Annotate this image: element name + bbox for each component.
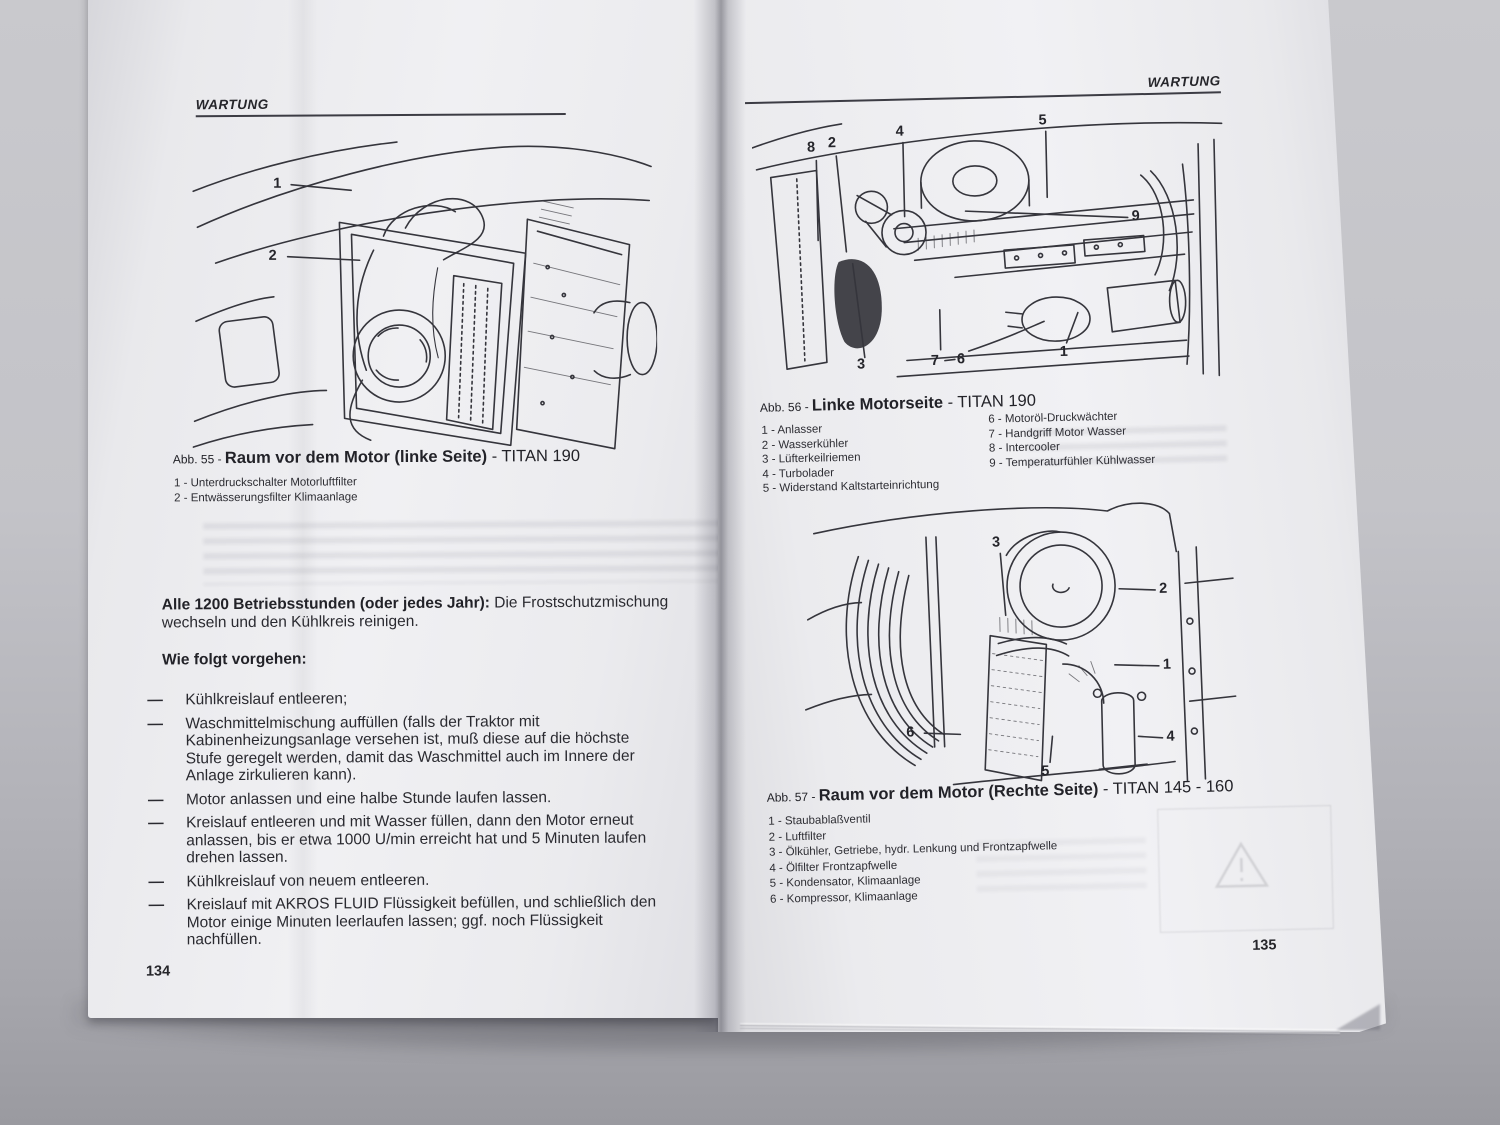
dash-marker: — bbox=[147, 714, 164, 733]
figure-number: Abb. 57 - bbox=[766, 789, 819, 805]
legend-item: 9 - Temperaturfühler Kühlwasser bbox=[989, 453, 1156, 470]
callout-label: 1 bbox=[1059, 343, 1069, 361]
step-item: —Motor anlassen und eine halbe Stunde la… bbox=[147, 788, 552, 809]
dash-marker: — bbox=[148, 814, 164, 832]
callout-label: 3 bbox=[856, 356, 866, 373]
figure-57-legend: 1 - Staubablaßventil 2 - Luftfilter 3 - … bbox=[768, 808, 1058, 908]
callout-label: 1 bbox=[1162, 656, 1172, 673]
step-item: —Kreislauf mit AKROS FLUID Flüssigkeit b… bbox=[148, 893, 657, 949]
step-item: —Waschmittelmischung auffüllen (falls de… bbox=[147, 712, 635, 785]
callout-label: 4 bbox=[895, 123, 904, 140]
page-corner-fold bbox=[1336, 1004, 1380, 1030]
left-page: WARTUNG bbox=[88, 0, 724, 1018]
callout-label: 6 bbox=[906, 724, 915, 741]
figure-number: Abb. 55 - bbox=[172, 452, 225, 467]
figure-56-drawing: 8 2 4 5 9 3 7 6 1 bbox=[751, 103, 1235, 402]
step-item: —Kühlkreislauf von neuem entleeren. bbox=[148, 871, 430, 891]
figure-56-legend-right: 6 - Motoröl-Druckwächter 7 - Handgriff M… bbox=[988, 409, 1155, 471]
page-number-left: 134 bbox=[145, 963, 171, 980]
dash-marker: — bbox=[148, 872, 164, 891]
right-page: WARTUNG bbox=[718, 0, 1386, 1032]
figure-55-legend: 1 - Unterdruckschalter Motorluftfilter 2… bbox=[174, 475, 358, 505]
callout-label: 5 bbox=[1041, 763, 1050, 780]
step-item: —Kühlkreislauf entleeren; bbox=[147, 690, 348, 709]
dash-marker: — bbox=[148, 896, 165, 914]
callout-label: 1 bbox=[273, 175, 282, 192]
callout-label: 5 bbox=[1038, 112, 1047, 129]
callout-label: 9 bbox=[1131, 208, 1140, 225]
running-header-left: WARTUNG bbox=[195, 94, 566, 118]
warning-triangle-ghost-icon bbox=[1214, 841, 1270, 888]
callout-label: 2 bbox=[268, 247, 277, 264]
figure-55-drawing: 1 2 bbox=[191, 126, 658, 454]
engine-left-side-drawing bbox=[751, 121, 1223, 378]
figure-56-legend-left: 1 - Anlasser 2 - Wasserkühler 3 - Lüfter… bbox=[761, 420, 939, 496]
page-number-right: 135 bbox=[1252, 937, 1277, 954]
procedure-steps: —Kühlkreislauf entleeren; —Waschmittelmi… bbox=[147, 688, 667, 955]
procedure-heading: Wie folgt vorgehen: bbox=[162, 650, 307, 669]
engine-front-right-drawing bbox=[804, 502, 1237, 786]
interval-heading: Alle 1200 Betriebsstunden (oder jedes Ja… bbox=[161, 594, 490, 614]
dash-marker: — bbox=[147, 790, 164, 809]
figure-57-drawing: 3 2 1 4 6 5 bbox=[797, 490, 1244, 798]
callout-label: 2 bbox=[1158, 580, 1168, 597]
legend-item: 2 - Entwässerungsfilter Klimaanlage bbox=[174, 490, 358, 504]
legend-item: 1 - Unterdruckschalter Motorluftfilter bbox=[173, 476, 357, 490]
dash-marker: — bbox=[147, 691, 163, 709]
figure-55-caption: Abb. 55 - Raum vor dem Motor (linke Seit… bbox=[172, 446, 581, 468]
interval-paragraph: Alle 1200 Betriebsstunden (oder jedes Ja… bbox=[161, 593, 669, 631]
figure-number: Abb. 56 - bbox=[759, 399, 813, 415]
callout-label: 8 bbox=[806, 139, 816, 156]
callout-label: 7 bbox=[930, 352, 940, 369]
callout-label: 2 bbox=[827, 135, 837, 152]
callout-label: 4 bbox=[1166, 728, 1175, 745]
legend-item: 5 - Widerstand Kaltstarteinrichtung bbox=[762, 478, 940, 495]
callout-label: 6 bbox=[956, 351, 966, 368]
step-item: —Kreislauf entleeren und mit Wasser füll… bbox=[148, 811, 647, 867]
running-header-right: WARTUNG bbox=[744, 73, 1221, 105]
callout-label: 3 bbox=[991, 534, 1001, 551]
page-bleedthrough-box bbox=[1157, 804, 1334, 933]
page-bleedthrough bbox=[203, 520, 724, 586]
engine-front-left-drawing bbox=[191, 141, 658, 450]
